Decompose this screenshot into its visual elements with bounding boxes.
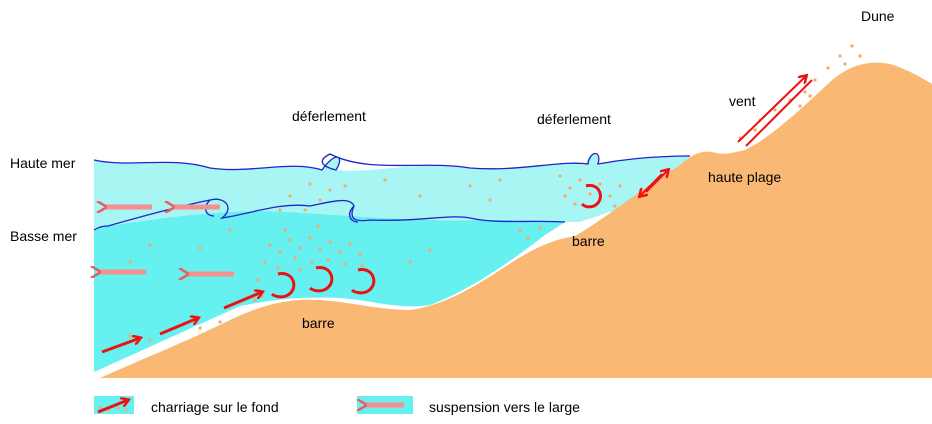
low-tide-wave-line <box>93 198 566 231</box>
sandbar-label-1: barre <box>302 315 335 331</box>
legend-suspension-swatch <box>357 396 413 414</box>
wind-label: vent <box>729 93 756 109</box>
dune-label: Dune <box>861 8 895 24</box>
vortex-icon <box>580 183 602 209</box>
bedload-arrows <box>101 292 262 354</box>
breaking-label-2: déferlement <box>537 111 611 127</box>
red-arrow-icon <box>101 338 140 354</box>
breaking-label-1: déferlement <box>292 108 366 124</box>
high-water-body <box>94 153 690 230</box>
suspension-arrows <box>100 207 234 274</box>
swash-arrows <box>640 170 668 196</box>
legend: charriage sur le fond suspension vers le… <box>94 396 580 415</box>
vortex-icon <box>308 266 334 293</box>
sandbar-label-2: barre <box>572 233 605 249</box>
red-arrow-icon <box>223 292 262 310</box>
low-tide-label: Basse mer <box>10 228 77 244</box>
wave-crest-curl <box>204 199 215 217</box>
upper-beach-label: haute plage <box>708 169 781 185</box>
sand-profile <box>100 62 932 378</box>
red-arrow-icon <box>97 400 128 414</box>
vortex-icon <box>350 268 376 295</box>
vortices <box>270 183 602 299</box>
legend-suspension-label: suspension vers le large <box>429 399 580 415</box>
wind-arrows <box>737 76 813 147</box>
red-arrow-icon <box>159 318 198 336</box>
vortex-icon <box>270 272 296 299</box>
legend-bedload-label: charriage sur le fond <box>151 399 279 415</box>
wave-crest-curl <box>348 205 359 223</box>
high-tide-label: Haute mer <box>10 155 76 171</box>
low-water-body <box>94 211 565 372</box>
legend-bedload-swatch <box>94 396 134 414</box>
high-tide-wave-line <box>93 152 691 171</box>
